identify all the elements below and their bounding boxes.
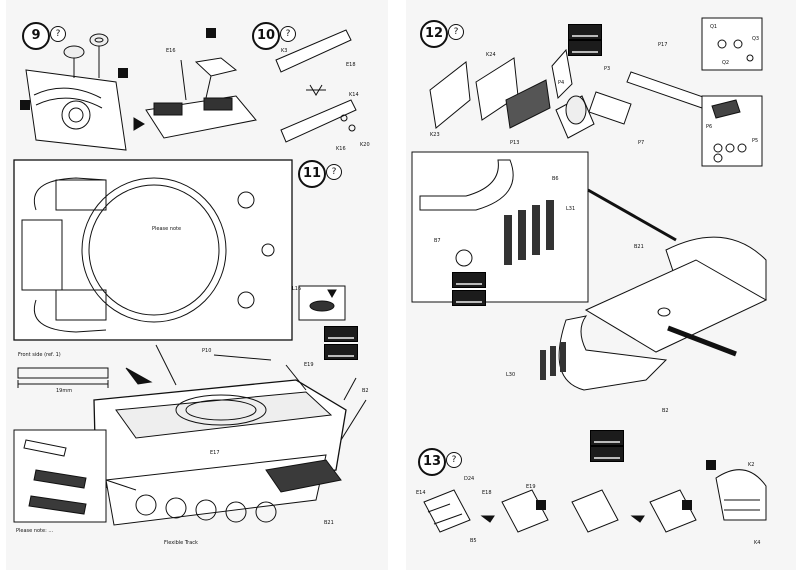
part-label-e18: E18 (482, 490, 492, 496)
part-label-q1: Q1 (710, 24, 718, 30)
part-label-e16: E16 (166, 48, 176, 54)
step-10-flag-icon: ? (280, 26, 296, 42)
part-label-l30: L30 (506, 372, 516, 378)
step-12-number: 12 (420, 20, 448, 48)
part-label-b6: B6 (552, 176, 559, 182)
part-label-b2: B2 (362, 388, 369, 394)
step12-fender-panel-drawing (411, 151, 677, 303)
step13-brackets-drawing (423, 469, 767, 533)
paint-callout (590, 430, 624, 446)
part-label-b2: B2 (662, 408, 669, 414)
paint-callout (568, 24, 602, 40)
hull-front-note: Front side (ref. 1) (18, 352, 61, 358)
paint-callout (324, 326, 358, 342)
part-label-k14: K14 (349, 92, 359, 98)
part-label-e19: E19 (526, 484, 536, 490)
step9-turret-plate-drawing (25, 33, 127, 151)
step-13-flag-icon: ? (446, 452, 462, 468)
paint-square-icon (536, 500, 546, 510)
part-label-p6: P6 (706, 124, 713, 130)
part-label-e18: E18 (346, 62, 356, 68)
part-label-e19: E19 (304, 362, 314, 368)
part-label-p10: P10 (202, 348, 212, 354)
part-label-e17: E17 (210, 450, 220, 456)
part-label-p7: P7 (638, 140, 645, 146)
step-11-number: 11 (298, 160, 326, 188)
step-9-number: 9 (22, 22, 50, 50)
step-11-flag-icon: ? (326, 164, 342, 180)
paint-square-icon (20, 100, 30, 110)
step12-part-boxes (701, 17, 763, 167)
paint-square-icon (682, 500, 692, 510)
paint-callout (452, 272, 486, 288)
paint-square-icon (706, 460, 716, 470)
part-label-p3: P3 (604, 66, 611, 72)
step12-hull-rear-drawing (540, 236, 768, 391)
part-label-l16: L16 (292, 286, 302, 292)
part-label-p17: P17 (658, 42, 668, 48)
paint-square-icon (206, 28, 216, 38)
step9-deck-detail-drawing (145, 57, 257, 139)
part-label-e14: E14 (416, 490, 426, 496)
paint-square-icon (118, 68, 128, 78)
part-label-k23: K23 (430, 132, 440, 138)
part-label-q3: Q3 (752, 36, 760, 42)
part-label-p4: P4 (558, 80, 565, 86)
step-10-number: 10 (252, 22, 280, 50)
part-label-k2: K2 (748, 462, 755, 468)
part-label-b21: B21 (634, 244, 644, 250)
paint-callout (568, 40, 602, 56)
step-9-flag-icon: ? (50, 26, 66, 42)
step-12-flag-icon: ? (448, 24, 464, 40)
part-label-q2: Q2 (722, 60, 730, 66)
step10-fender-drawing (275, 29, 357, 143)
left-instruction-page: 9 ? 10 ? 11 ? E16 K3 E18 K14 K16 K20 L16… (6, 0, 388, 570)
left-page-drawings (13, 29, 367, 526)
step11-inset-drawing (13, 429, 137, 523)
part-label-d24: D24 (464, 476, 475, 482)
step-13-number: 13 (418, 448, 446, 476)
bottom-note: Please note: ... (16, 528, 54, 534)
scale-bar-drawing (17, 367, 109, 388)
part-label-p5: P5 (752, 138, 759, 144)
step11-etched-sheet-drawing (13, 159, 293, 341)
flexible-track-note: Flexible Track (164, 540, 198, 546)
step12-exhaust-drawing (429, 48, 711, 139)
fold-hint-note: Please note (152, 226, 182, 232)
right-page-drawings (411, 17, 768, 533)
paint-callout (452, 290, 486, 306)
scale-length-label: 19mm (56, 388, 73, 394)
step11-hull-drawing (93, 344, 347, 526)
right-instruction-page: 12 ? 13 ? P17 Q1 Q2 Q3 K24 K23 P4 P3 P13… (406, 0, 796, 570)
step11-small-part-box (298, 285, 346, 321)
paint-callout (590, 446, 624, 462)
part-label-k3: K3 (281, 48, 288, 54)
part-label-k4: K4 (754, 540, 761, 546)
part-label-b7: B7 (434, 238, 441, 244)
step9-arrow-icon (133, 117, 145, 131)
step11-arrow-icon (125, 367, 153, 385)
part-label-p13: P13 (510, 140, 520, 146)
part-label-l31: L31 (566, 206, 576, 212)
part-label-k20: K20 (360, 142, 370, 148)
part-label-b21: B21 (324, 520, 334, 526)
part-label-k24: K24 (486, 52, 496, 58)
part-label-k16: K16 (336, 146, 346, 152)
page-gutter (388, 0, 406, 570)
paint-callout (324, 344, 358, 360)
part-label-b5: B5 (470, 538, 477, 544)
